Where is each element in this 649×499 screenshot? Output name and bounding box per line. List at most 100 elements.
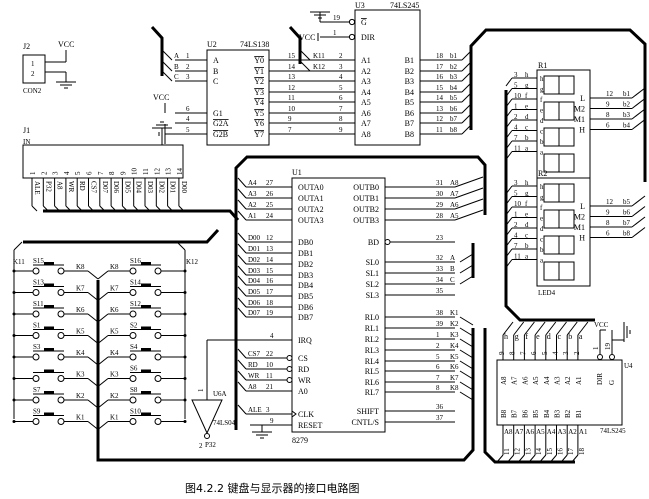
net-label: b5: [450, 94, 458, 102]
led-ref: R1: [538, 61, 547, 70]
key-switch[interactable]: [32, 412, 65, 425]
row-label: K6: [76, 306, 85, 314]
pin-number: 12: [266, 234, 274, 242]
pin-number: 17: [436, 63, 444, 71]
key-switch[interactable]: [129, 305, 162, 318]
vcc-label: VCC: [153, 93, 169, 102]
pin-number: 9: [270, 417, 274, 425]
pin-number: 3: [562, 351, 570, 355]
segment-label: d: [540, 117, 544, 125]
wire: [459, 275, 474, 285]
switch-label: S13: [33, 279, 44, 287]
pin-number: 5: [74, 171, 82, 175]
pin-number: 37: [436, 414, 444, 422]
pin-name: Y3: [254, 88, 264, 97]
pin-name: DB4: [298, 281, 313, 290]
pin-number: 8: [436, 384, 440, 392]
rail-label: K12: [186, 258, 199, 266]
key-switch[interactable]: [32, 305, 65, 318]
net-label: A4: [248, 179, 257, 187]
key-switch[interactable]: [32, 326, 65, 339]
switch-label: S1: [33, 322, 41, 330]
wire: [505, 238, 513, 247]
pin-number: 10: [131, 168, 139, 176]
pin-number: 9: [606, 101, 610, 109]
row-label: K4: [110, 349, 119, 357]
pin-number: 17: [567, 448, 575, 456]
net-label: WR: [248, 372, 260, 380]
u6-ref: U6A: [213, 390, 227, 398]
wire: [97, 399, 109, 409]
pin-number: 34: [436, 276, 444, 284]
wire: [631, 227, 646, 238]
net-label: K4: [450, 342, 459, 350]
switch-label: S14: [130, 279, 141, 287]
net-label: D07: [248, 309, 261, 317]
wire: [631, 195, 646, 207]
pin-name: B8: [500, 409, 508, 418]
pin-name: B8: [405, 130, 414, 139]
pin-number: 14: [436, 94, 444, 102]
key-switch[interactable]: [129, 283, 162, 296]
bus-led-seg: [504, 90, 595, 322]
pin-number: 28: [436, 212, 444, 220]
pin-name: A6: [521, 376, 529, 385]
key-switch[interactable]: [129, 391, 162, 404]
j1-ref: J1: [23, 126, 30, 135]
pin-number: 9: [288, 115, 292, 123]
net-label: D03: [248, 267, 261, 275]
switch-label: S7: [33, 386, 41, 394]
pin-number: 6: [606, 122, 610, 130]
u3-part: 74LS245: [390, 1, 419, 10]
wire: [505, 130, 513, 139]
pin-number: 19: [604, 343, 612, 351]
wire: [461, 62, 471, 72]
key-switch[interactable]: [32, 348, 65, 361]
pin-name: DB2: [298, 260, 313, 269]
wire: [176, 241, 186, 251]
vcc-label: VCC: [594, 321, 609, 329]
pin-number: 8: [606, 111, 610, 119]
pin-number: 2: [514, 113, 518, 121]
net-label: b2: [450, 63, 458, 71]
pin-number: 14: [288, 63, 296, 71]
pin-name: A2: [361, 67, 371, 76]
pin-number: 31: [436, 179, 444, 187]
key-switch[interactable]: [129, 326, 162, 339]
segment-label: c: [525, 124, 528, 132]
key-switch[interactable]: [129, 412, 162, 425]
key-switch[interactable]: [129, 262, 162, 275]
wire: [461, 83, 471, 93]
wire: [545, 321, 557, 336]
wire: [459, 349, 474, 359]
segment-label: c: [525, 232, 528, 240]
key-switch[interactable]: [129, 348, 162, 361]
net-label: P32: [44, 181, 52, 192]
u3-ref: U3: [355, 1, 365, 10]
key-switch[interactable]: [32, 391, 65, 404]
key-switch[interactable]: [32, 262, 65, 275]
vcc-label: VCC: [299, 33, 315, 42]
pin-number: 15: [266, 267, 274, 275]
pin-number: 29: [436, 201, 444, 209]
segment-label: c: [540, 128, 543, 136]
wire: [237, 297, 247, 308]
net-label: D04: [248, 277, 261, 285]
pin-name: RL1: [365, 324, 379, 333]
net-label: D01: [169, 181, 177, 194]
wire: [237, 265, 247, 276]
segment-label: a: [525, 253, 529, 261]
wire: [54, 205, 60, 212]
pin-number: 2: [436, 342, 440, 350]
pin-name: A4: [543, 376, 551, 385]
key-switch[interactable]: [32, 369, 65, 382]
pin-number: 16: [266, 277, 274, 285]
wire: [505, 98, 513, 108]
ground-icon: [152, 121, 172, 129]
switch-label: S15: [33, 257, 44, 265]
pin-number: 1: [186, 52, 190, 60]
wire: [459, 327, 474, 337]
pin-name: DB5: [298, 292, 313, 301]
pin-number: 4: [514, 232, 518, 240]
pin-name: A1: [361, 56, 371, 65]
